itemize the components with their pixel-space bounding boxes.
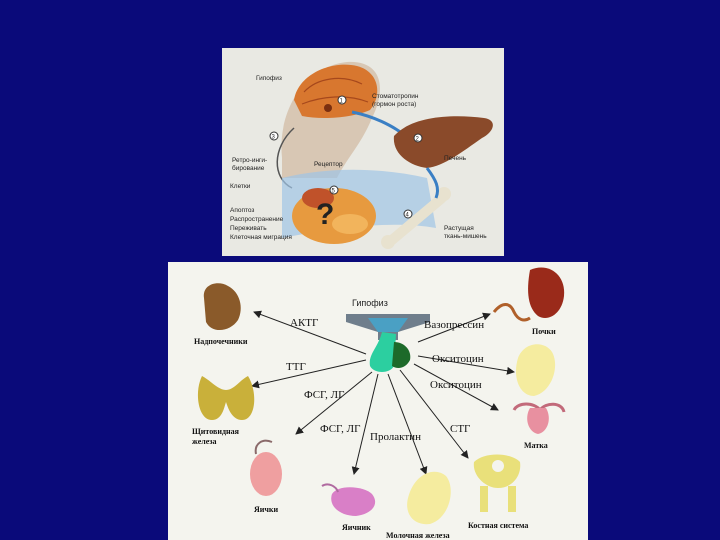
growth-hormone-diagram: ? 1 2 3 4 5 Гипофиз Стоматотропин (гормо…: [222, 48, 504, 256]
label-thyroid2: железа: [192, 437, 217, 446]
uterus-image: [512, 402, 566, 434]
label-cells: Клетки: [230, 183, 251, 190]
label-growing: Растущая: [444, 225, 474, 232]
label-ovaries: Яичник: [342, 523, 371, 532]
thyroid-image: [197, 376, 255, 420]
label-center: Гипофиз: [352, 298, 388, 308]
label-pituitary: Гипофиз: [256, 75, 282, 82]
label-vasopressin: Вазопрессин: [424, 319, 484, 331]
pituitary-targets-illustration: АКТГ ТТГ ФСГ, ЛГ ФСГ, ЛГ Пролактин СТГ В…: [192, 267, 566, 540]
label-survival: Переживать: [230, 225, 267, 232]
svg-text:1: 1: [340, 99, 344, 105]
pituitary-gland: [324, 104, 332, 112]
svg-text:3: 3: [272, 135, 276, 141]
svg-text:4: 4: [406, 213, 410, 219]
label-adrenal: Надпочечники: [194, 337, 248, 346]
question-mark: ?: [316, 198, 334, 231]
label-fsg1: ФСГ, ЛГ: [304, 389, 344, 401]
svg-text:2: 2: [416, 137, 420, 143]
label-apoptosis: Апоптоз: [230, 207, 254, 214]
svg-text:5: 5: [332, 189, 336, 195]
label-growing2: ткань-мишень: [444, 233, 487, 240]
hormone-arrows: [251, 310, 515, 475]
mammary-image: [407, 471, 451, 525]
markers: 1 2 3 4 5: [269, 95, 423, 219]
label-fsg2: ФСГ, ЛГ: [320, 423, 360, 435]
label-stg: СТГ: [450, 423, 470, 435]
label-retro2: бирование: [232, 164, 265, 172]
pituitary-image: [346, 314, 430, 372]
bone-image: [381, 187, 451, 249]
growth-hormone-illustration: ? 1 2 3 4 5 Гипофиз Стоматотропин (гормо…: [230, 61, 493, 249]
brain-image: [294, 64, 378, 118]
adrenal-image: [203, 283, 241, 331]
testes-image: [250, 439, 282, 496]
liver-image: [393, 116, 493, 168]
kidney-image: [492, 267, 565, 322]
label-oxytocin1: Окситоцин: [432, 353, 484, 365]
label-testes: Яички: [254, 505, 279, 514]
ovary-image: [321, 483, 376, 516]
label-uterus: Матка: [524, 441, 548, 450]
label-receptor: Рецептор: [314, 161, 343, 168]
pituitary-targets-diagram: АКТГ ТТГ ФСГ, ЛГ ФСГ, ЛГ Пролактин СТГ В…: [168, 262, 588, 540]
label-ttg: ТТГ: [286, 361, 306, 373]
label-hormone: Стоматотропин: [372, 93, 419, 100]
label-actg: АКТГ: [290, 317, 318, 329]
label-hormone-sub: (гормон роста): [372, 101, 416, 108]
label-mammary: Молочная железа: [386, 531, 450, 540]
label-spread: Распространение: [230, 216, 284, 223]
label-thyroid: Щитовидная: [192, 427, 240, 436]
label-migration: Клеточная миграция: [230, 234, 292, 241]
label-liver: Печень: [444, 155, 467, 162]
mammary-upper-image: [515, 344, 556, 396]
skeleton-image: [473, 454, 521, 512]
label-prolactin: Пролактин: [370, 431, 421, 443]
label-skeleton: Костная система: [468, 521, 528, 530]
label-oxytocin2: Окситоцин: [430, 379, 482, 391]
label-retro: Ретро-инги-: [232, 157, 267, 164]
label-kidney: Почки: [532, 327, 556, 336]
